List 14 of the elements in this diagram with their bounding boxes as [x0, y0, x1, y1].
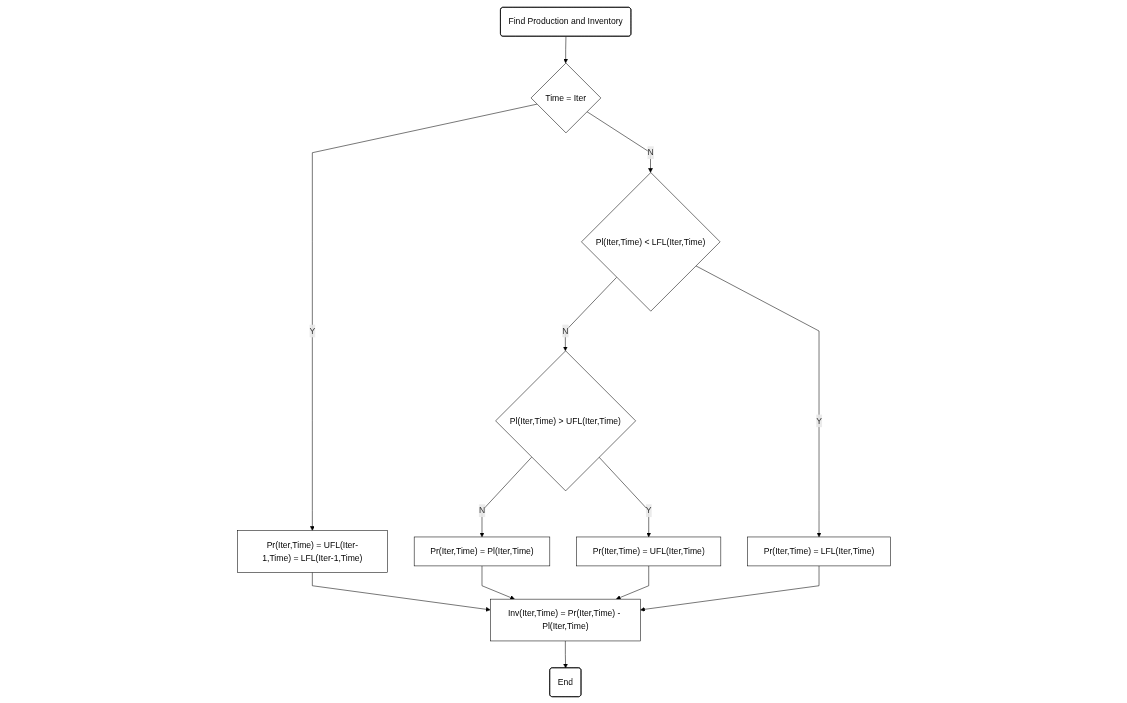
- node-box: Pr(Iter,Time) = UFL(Iter-1,Time) = LFL(Iter-1,Time): [236, 529, 388, 573]
- edge-label: Y: [309, 325, 315, 335]
- edge-label: N: [478, 505, 485, 515]
- node-diamond: Time = Iter: [530, 62, 601, 133]
- node-box: Pr(Iter,Time) = Pl(Iter,Time): [413, 536, 550, 566]
- node-box: Pr(Iter,Time) = LFL(Iter,Time): [747, 536, 891, 566]
- node-box: Inv(Iter,Time) = Pr(Iter,Time) - Pl(Iter,Time): [489, 598, 641, 641]
- edge-label: N: [561, 325, 569, 335]
- edge-label: Y: [645, 505, 652, 515]
- node-box: Pr(Iter,Time) = UFL(Iter,Time): [576, 536, 721, 566]
- edge-label: Y: [815, 415, 822, 425]
- node-diamond: Pl(Iter,Time) < LFL(Iter,Time): [580, 171, 720, 311]
- edge-label: N: [647, 147, 654, 157]
- node-diamond: Pl(Iter,Time) > UFL(Iter,Time): [494, 350, 636, 491]
